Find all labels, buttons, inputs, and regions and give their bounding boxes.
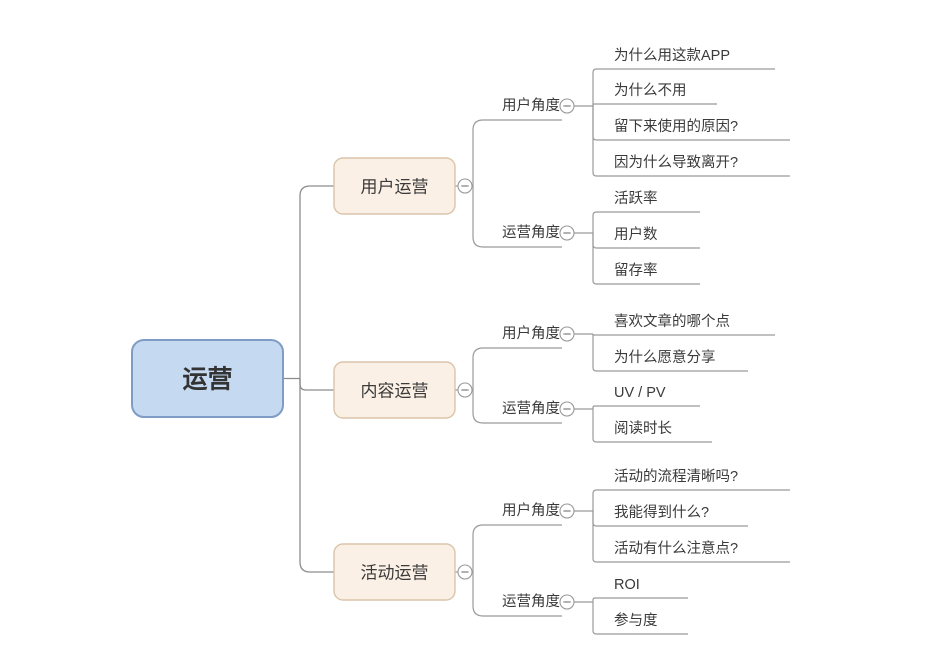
branch-node-box-0[interactable] — [333, 157, 456, 215]
leaf-label-1-1-0[interactable]: UV / PV — [614, 385, 666, 401]
leaf-label-0-1-0[interactable]: 活跃率 — [614, 190, 658, 207]
branch-connector-0 — [299, 185, 334, 379]
group-label-0-1: 运营角度 — [502, 224, 560, 241]
leaf-connector-0-0-0 — [592, 68, 600, 106]
connector-lines — [283, 68, 790, 635]
leaf-connector-0-0-2 — [592, 106, 600, 141]
group-connector-1-1 — [472, 390, 562, 424]
leaf-connector-2-0-0 — [592, 489, 600, 511]
leaf-label-1-1-1[interactable]: 阅读时长 — [614, 420, 672, 437]
branch-node-label-2: 活动运营 — [361, 564, 429, 583]
group-connector-2-0 — [472, 524, 562, 572]
leaf-label-0-1-1[interactable]: 用户数 — [614, 226, 658, 243]
leaf-connector-1-1-1 — [592, 409, 600, 443]
leaf-connector-0-1-2 — [592, 233, 600, 285]
leaf-label-2-1-1[interactable]: 参与度 — [614, 612, 658, 629]
leaf-label-2-0-2[interactable]: 活动有什么注意点? — [614, 539, 738, 557]
leaf-connector-2-0-1 — [592, 511, 600, 527]
leaf-connector-0-0-3 — [592, 106, 600, 177]
root-node-label: 运营 — [182, 366, 232, 394]
leaf-label-0-0-3[interactable]: 因为什么导致离开? — [614, 154, 738, 171]
group-connector-1-0 — [472, 347, 562, 390]
branch-node-label-1: 内容运营 — [361, 382, 429, 401]
leaf-connector-0-1-1 — [592, 233, 600, 249]
group-label-2-0: 用户角度 — [502, 502, 560, 519]
leaf-label-0-0-1[interactable]: 为什么不用 — [614, 82, 687, 99]
group-connector-0-0 — [472, 119, 562, 186]
group-label-0-0: 用户角度 — [502, 97, 560, 114]
branch-node-box-1[interactable] — [333, 361, 456, 419]
leaf-connector-0-0-1 — [592, 103, 600, 106]
leaf-label-2-1-0[interactable]: ROI — [614, 577, 640, 593]
leaf-label-1-0-0[interactable]: 喜欢文章的哪个点 — [614, 312, 730, 330]
group-connector-2-1 — [472, 572, 562, 617]
group-label-1-1: 运营角度 — [502, 400, 560, 417]
group-label-2-1: 运营角度 — [502, 593, 560, 610]
leaf-label-0-0-0[interactable]: 为什么用这款APP — [614, 47, 730, 64]
branch-node-box-2[interactable] — [333, 543, 456, 601]
leaf-connector-2-0-2 — [592, 511, 600, 563]
branch-connector-1 — [299, 378, 334, 391]
branch-node-label-0: 用户运营 — [361, 178, 429, 197]
root-node[interactable]: 运营 — [131, 339, 284, 418]
leaf-label-1-0-1[interactable]: 为什么愿意分享 — [614, 348, 716, 366]
group-connector-0-1 — [472, 186, 562, 248]
root-node-box[interactable] — [131, 339, 284, 418]
leaf-label-0-0-2[interactable]: 留下来使用的原因? — [614, 118, 738, 135]
leaf-label-2-0-1[interactable]: 我能得到什么? — [614, 504, 709, 521]
leaf-connector-2-1-1 — [592, 602, 600, 635]
branch-connector-2 — [299, 378, 334, 573]
leaf-label-2-0-0[interactable]: 活动的流程清晰吗? — [614, 468, 738, 485]
leaf-connector-1-1-0 — [592, 405, 600, 409]
leaf-connector-0-1-0 — [592, 211, 600, 233]
group-label-1-0: 用户角度 — [502, 325, 560, 342]
leaf-label-0-1-2[interactable]: 留存率 — [614, 262, 658, 279]
leaf-connector-1-0-1 — [592, 334, 600, 372]
leaf-connector-2-1-0 — [592, 597, 600, 602]
leaf-connector-1-0-0 — [592, 334, 600, 336]
